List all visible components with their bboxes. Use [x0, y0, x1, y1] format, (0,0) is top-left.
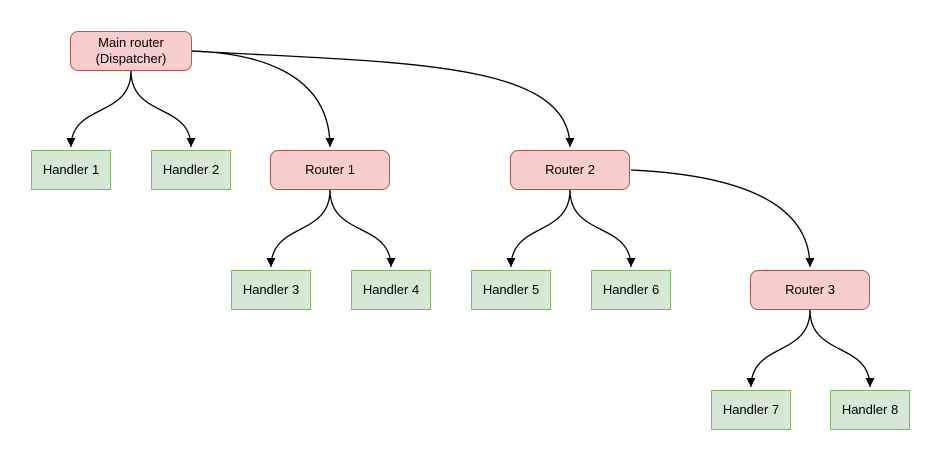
node-handler-2: Handler 2	[151, 150, 231, 190]
node-label: Router 2	[545, 161, 595, 177]
node-router-2: Router 2	[510, 150, 630, 190]
node-handler-4: Handler 4	[351, 270, 431, 310]
node-label: Router 1	[305, 161, 355, 177]
node-label: Main router (Dispatcher)	[95, 34, 167, 66]
edge-router-1-to-handler-4	[329, 189, 396, 268]
edge-router-3-to-handler-8	[809, 309, 875, 388]
edge-main-to-handler-2	[130, 70, 196, 148]
node-router-1: Router 1	[270, 150, 390, 190]
node-label: Handler 6	[602, 281, 660, 297]
node-label: Handler 7	[722, 401, 780, 417]
node-main-router: Main router (Dispatcher)	[70, 31, 192, 71]
edge-main-to-handler-1	[66, 70, 132, 148]
node-router-3: Router 3	[750, 270, 870, 310]
node-label: Handler 3	[242, 281, 300, 297]
node-handler-6: Handler 6	[591, 270, 671, 310]
edge-router-2-to-handler-5	[506, 189, 571, 268]
edge-main-to-router-2	[191, 50, 575, 148]
edge-router-3-to-handler-7	[746, 309, 811, 388]
edge-router-2-to-router-3	[630, 169, 815, 268]
edge-router-2-to-handler-6	[569, 189, 636, 268]
node-label: Router 3	[785, 281, 835, 297]
node-handler-5: Handler 5	[471, 270, 551, 310]
node-handler-3: Handler 3	[231, 270, 311, 310]
node-label: Handler 1	[42, 161, 100, 177]
node-handler-7: Handler 7	[711, 390, 791, 430]
node-label: Handler 2	[162, 161, 220, 177]
node-handler-8: Handler 8	[830, 390, 910, 430]
edge-main-to-router-1	[191, 50, 335, 148]
edge-router-1-to-handler-3	[266, 189, 331, 268]
node-label: Handler 8	[841, 401, 899, 417]
node-label: Handler 5	[482, 281, 540, 297]
node-label: Handler 4	[362, 281, 420, 297]
node-handler-1: Handler 1	[31, 150, 111, 190]
